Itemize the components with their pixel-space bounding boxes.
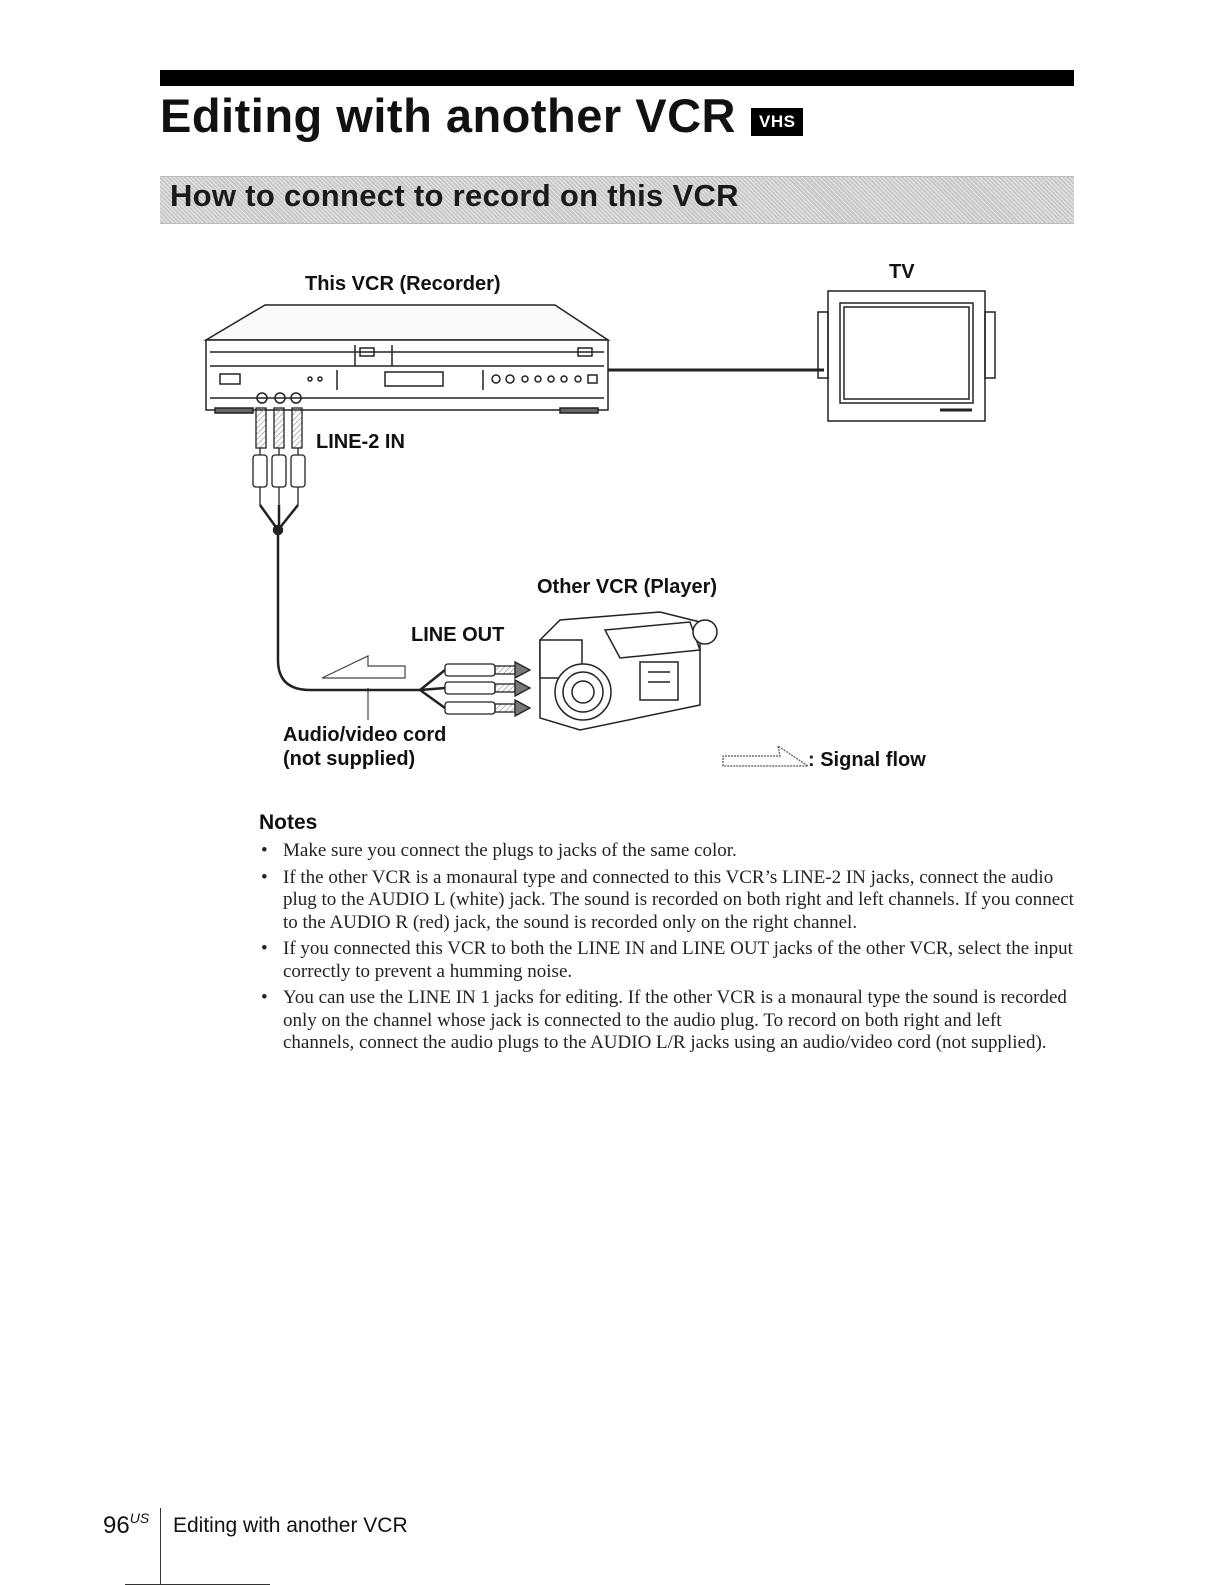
audio-video-cord <box>258 504 446 710</box>
line-in-plugs <box>252 407 306 505</box>
note-item: If the other VCR is a monaural type and … <box>259 867 1074 935</box>
note-item: You can use the LINE IN 1 jacks for edit… <box>259 987 1074 1055</box>
page-number-suffix: US <box>129 1510 150 1526</box>
signal-flow-label: : Signal flow <box>808 749 926 771</box>
camcorder-illustration <box>539 611 718 731</box>
recorder-label: This VCR (Recorder) <box>305 273 501 295</box>
note-item: Make sure you connect the plugs to jacks… <box>259 840 1074 863</box>
player-label: Other VCR (Player) <box>537 576 718 598</box>
page-number-value: 96 <box>103 1512 130 1539</box>
line-out-label: LINE OUT <box>411 624 505 646</box>
section-banner <box>160 176 1074 224</box>
line-out-plugs <box>444 660 532 718</box>
top-rule <box>160 70 1074 86</box>
page-title: Editing with another VCR VHS <box>160 88 804 143</box>
notes-list: Make sure you connect the plugs to jacks… <box>259 840 1074 1059</box>
recorder-vcr-illustration <box>203 304 611 414</box>
page-title-text: Editing with another VCR <box>160 89 736 142</box>
footer-running-title: Editing with another VCR <box>173 1514 408 1537</box>
cord-label-line1: Audio/video cord <box>283 724 447 746</box>
vhs-badge: VHS <box>750 107 804 136</box>
signal-flow-legend-icon <box>722 744 810 767</box>
footer-divider <box>160 1508 161 1584</box>
tv-label: TV <box>889 261 915 283</box>
connection-diagram <box>203 290 996 767</box>
notes-title: Notes <box>259 811 318 834</box>
line-in-label: LINE-2 IN <box>316 431 405 453</box>
cord-label-line2: (not supplied) <box>283 748 416 770</box>
section-heading: How to connect to record on this VCR <box>170 178 739 213</box>
note-item: If you connected this VCR to both the LI… <box>259 938 1074 983</box>
page-number: 96US <box>103 1510 150 1540</box>
tv-illustration <box>817 290 996 422</box>
signal-arrow <box>321 655 406 679</box>
